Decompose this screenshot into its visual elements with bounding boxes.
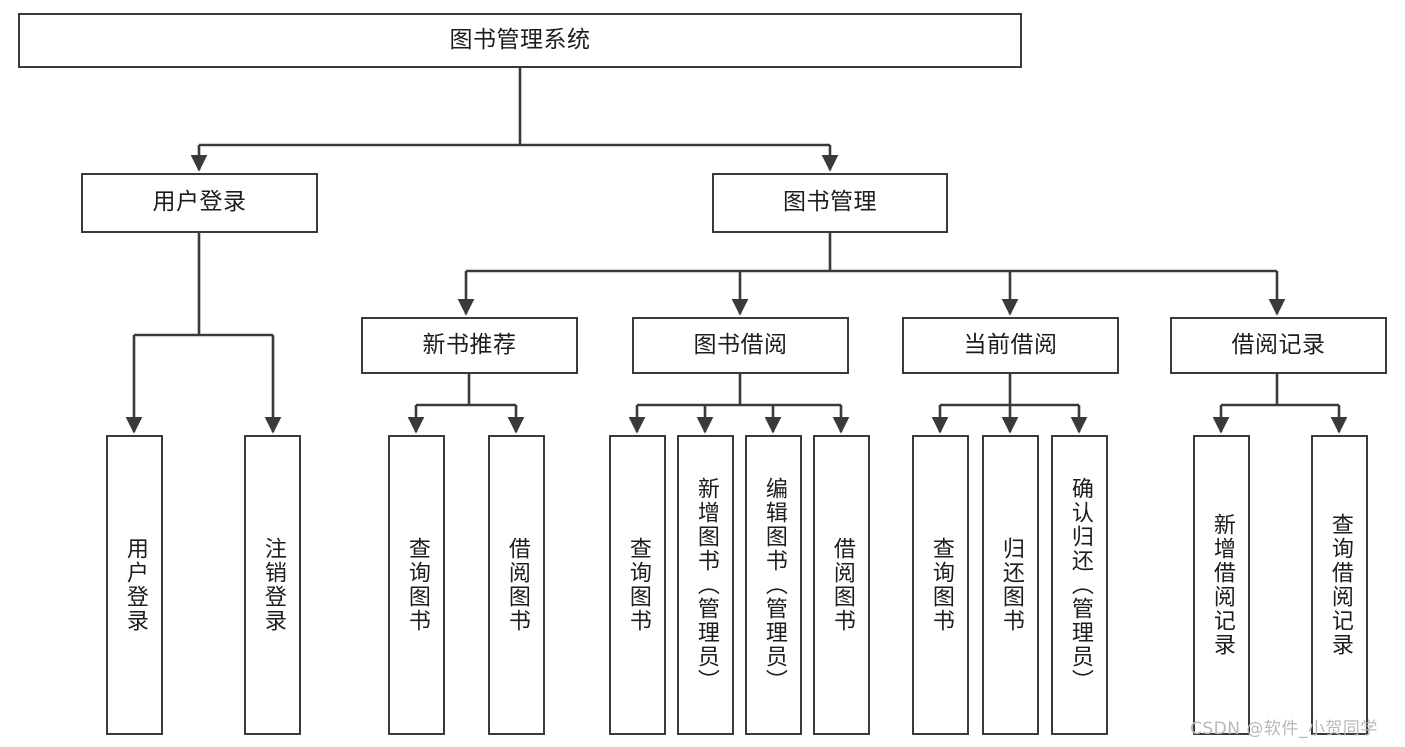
leaf-current-borrow-query[interactable]: 查询图书 <box>912 435 969 735</box>
node-label: 图书管理系统 <box>449 26 591 53</box>
node-label: 用户登录 <box>152 189 247 216</box>
node-label: 查询图书 <box>404 537 430 633</box>
leaf-book-borrow-borrow[interactable]: 借阅图书 <box>813 435 870 735</box>
node-book-borrow[interactable]: 图书借阅 <box>632 317 849 374</box>
node-label: 借阅记录 <box>1231 331 1326 358</box>
node-label: 新增图书（管理员） <box>693 477 719 693</box>
leaf-new-book-borrow[interactable]: 借阅图书 <box>488 435 545 735</box>
leaf-book-borrow-query[interactable]: 查询图书 <box>609 435 666 735</box>
leaf-user-login-login[interactable]: 用户登录 <box>106 435 163 735</box>
node-label: 新书推荐 <box>422 331 517 358</box>
node-label: 查询图书 <box>625 537 651 633</box>
node-label: 查询图书 <box>928 537 954 633</box>
node-label: 图书借阅 <box>693 331 788 358</box>
node-label: 借阅图书 <box>829 537 855 633</box>
node-book-management[interactable]: 图书管理 <box>712 173 948 233</box>
node-label: 用户登录 <box>122 537 148 633</box>
node-label: 新增借阅记录 <box>1209 513 1235 657</box>
node-current-borrow[interactable]: 当前借阅 <box>902 317 1119 374</box>
node-label: 归还图书 <box>998 537 1024 633</box>
node-label: 借阅图书 <box>504 537 530 633</box>
node-label: 编辑图书（管理员） <box>761 477 787 693</box>
leaf-borrow-record-add[interactable]: 新增借阅记录 <box>1193 435 1250 735</box>
leaf-current-borrow-confirm-return[interactable]: 确认归还（管理员） <box>1051 435 1108 735</box>
leaf-borrow-record-query[interactable]: 查询借阅记录 <box>1311 435 1368 735</box>
node-user-login[interactable]: 用户登录 <box>81 173 318 233</box>
node-root-system[interactable]: 图书管理系统 <box>18 13 1022 68</box>
leaf-user-login-logout[interactable]: 注销登录 <box>244 435 301 735</box>
leaf-current-borrow-return[interactable]: 归还图书 <box>982 435 1039 735</box>
leaf-book-borrow-add[interactable]: 新增图书（管理员） <box>677 435 734 735</box>
node-borrow-record[interactable]: 借阅记录 <box>1170 317 1387 374</box>
node-label: 确认归还（管理员） <box>1067 477 1093 693</box>
csdn-watermark: CSDN @软件_小贺同学 <box>1190 719 1378 739</box>
leaf-book-borrow-edit[interactable]: 编辑图书（管理员） <box>745 435 802 735</box>
node-label: 图书管理 <box>783 189 877 216</box>
leaf-new-book-query[interactable]: 查询图书 <box>388 435 445 735</box>
node-label: 查询借阅记录 <box>1327 513 1353 657</box>
node-new-book-recommend[interactable]: 新书推荐 <box>361 317 578 374</box>
node-label: 注销登录 <box>260 537 286 633</box>
node-label: 当前借阅 <box>963 331 1058 358</box>
